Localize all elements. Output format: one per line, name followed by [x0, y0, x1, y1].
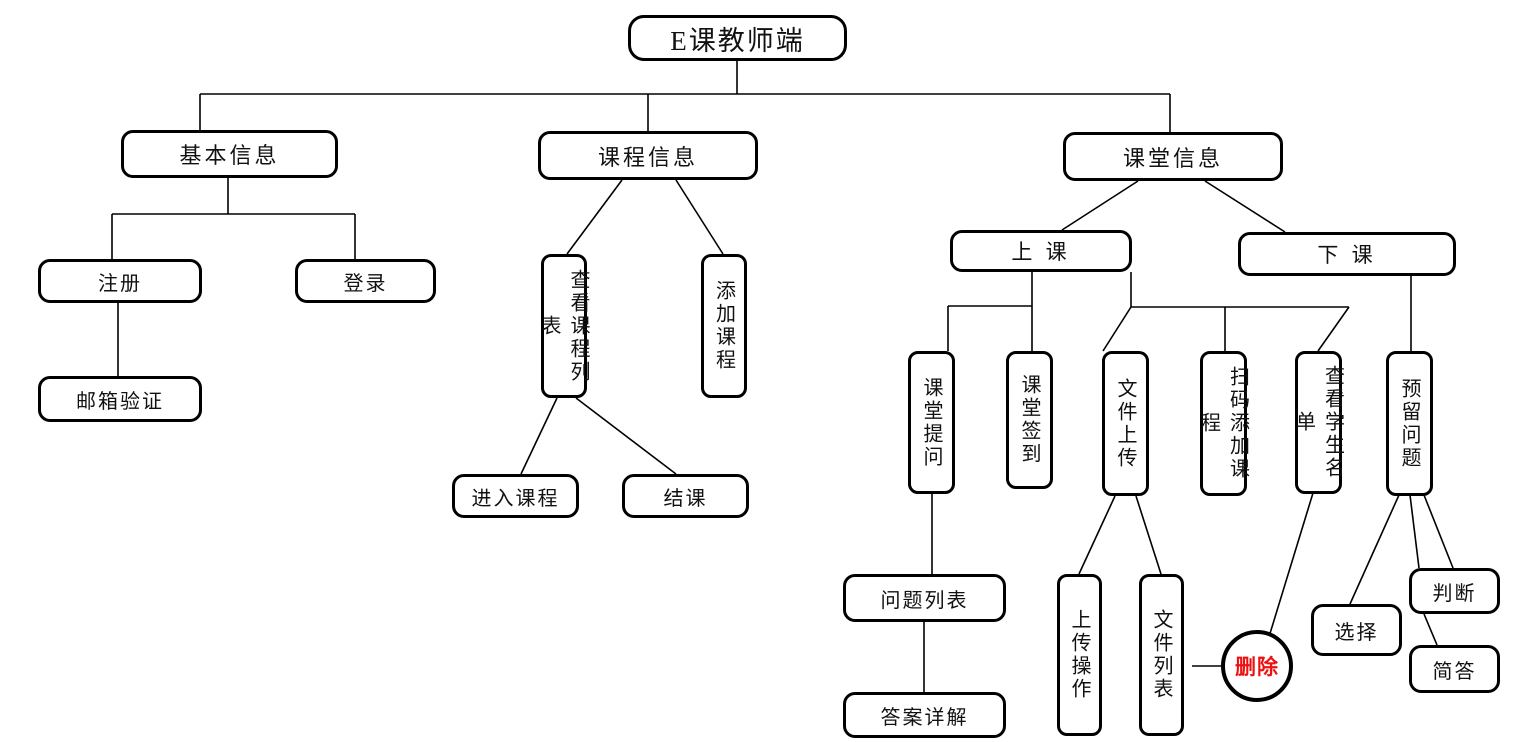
node-choice-label: 选择: [1334, 621, 1379, 644]
node-enter-course[interactable]: 进入课程: [452, 474, 579, 518]
node-reserved-question-label: 预留问题: [1398, 377, 1420, 470]
node-answer-detail-label: 答案详解: [880, 706, 969, 729]
node-view-student-list-label: 查看学生名单: [1292, 365, 1344, 480]
node-add-course[interactable]: 添加课程: [701, 254, 747, 398]
node-course-info-label: 课程信息: [597, 144, 698, 170]
node-root-label: E课教师端: [670, 25, 805, 56]
node-delete[interactable]: 删除: [1221, 630, 1293, 702]
node-enter-course-label: 进入课程: [471, 487, 560, 510]
node-file-list[interactable]: 文件列表: [1139, 574, 1184, 736]
node-short-answer-label: 简答: [1432, 660, 1477, 683]
node-email-verify[interactable]: 邮箱验证: [38, 376, 202, 422]
node-reserved-question[interactable]: 预留问题: [1386, 351, 1433, 496]
node-add-course-label: 添加课程: [712, 280, 735, 372]
node-file-upload[interactable]: 文件上传: [1102, 351, 1149, 496]
node-file-list-label: 文件列表: [1150, 609, 1172, 701]
node-view-course-list-label: 查看课程列表: [538, 268, 589, 384]
node-class-question-label: 课堂提问: [920, 376, 942, 469]
node-class-start-label: 上 课: [1011, 240, 1071, 264]
node-class-signin-label: 课堂签到: [1018, 374, 1040, 466]
node-upload-action[interactable]: 上传操作: [1057, 574, 1102, 736]
node-question-list[interactable]: 问题列表: [843, 574, 1006, 622]
node-class-question[interactable]: 课堂提问: [908, 351, 955, 494]
node-judge-label: 判断: [1432, 582, 1477, 605]
node-class-signin[interactable]: 课堂签到: [1006, 351, 1053, 489]
node-class-end-label: 下 课: [1317, 243, 1377, 267]
node-class-end[interactable]: 下 课: [1238, 232, 1456, 276]
node-answer-detail[interactable]: 答案详解: [843, 692, 1006, 738]
node-question-list-label: 问题列表: [880, 589, 969, 612]
node-class-info-label: 课堂信息: [1122, 145, 1223, 171]
node-short-answer[interactable]: 简答: [1409, 645, 1500, 693]
node-view-course-list[interactable]: 查看课程列表: [538, 254, 589, 398]
node-file-upload-label: 文件上传: [1114, 377, 1136, 470]
node-delete-label: 删除: [1235, 656, 1279, 679]
node-scan-add-course-label: 扫码添加课程: [1197, 366, 1249, 481]
node-class-start[interactable]: 上 课: [950, 230, 1132, 272]
node-scan-add-course[interactable]: 扫码添加课程: [1198, 351, 1249, 496]
node-upload-action-label: 上传操作: [1068, 609, 1090, 701]
node-root[interactable]: E课教师端: [628, 15, 847, 61]
node-register[interactable]: 注册: [38, 259, 202, 303]
node-end-course[interactable]: 结课: [622, 474, 749, 518]
node-login-label: 登录: [343, 272, 388, 295]
node-email-verify-label: 邮箱验证: [76, 390, 164, 413]
node-end-course-label: 结课: [663, 487, 708, 510]
node-login[interactable]: 登录: [295, 259, 436, 303]
node-basic-info[interactable]: 基本信息: [121, 130, 338, 178]
node-view-student-list[interactable]: 查看学生名单: [1293, 351, 1344, 494]
node-choice[interactable]: 选择: [1311, 604, 1402, 656]
node-course-info[interactable]: 课程信息: [538, 131, 758, 180]
node-judge[interactable]: 判断: [1409, 568, 1500, 614]
node-class-info[interactable]: 课堂信息: [1063, 132, 1283, 181]
node-basic-info-label: 基本信息: [179, 143, 280, 168]
node-register-label: 注册: [98, 272, 142, 295]
